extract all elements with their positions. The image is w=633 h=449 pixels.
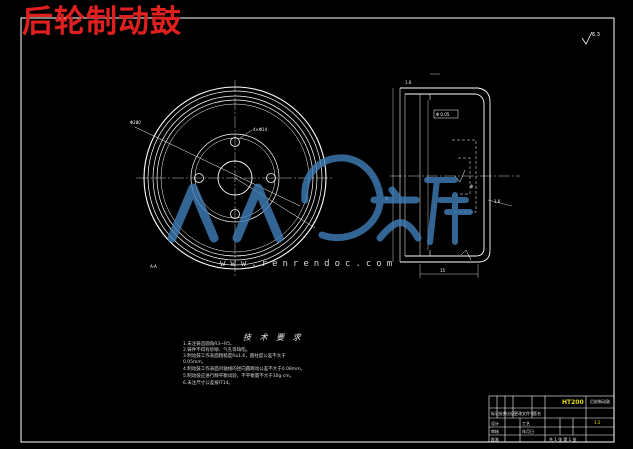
drawing-frame [20, 17, 615, 443]
sheet-info: 共 1 张 第 1 张 [549, 437, 577, 442]
title-block-cell: 设计 [491, 421, 499, 426]
svg-text:4×Φ14: 4×Φ14 [253, 127, 268, 132]
roughness-symbol: 6.3 [581, 31, 600, 45]
svg-text:Φ 0.05: Φ 0.05 [436, 112, 450, 117]
title-block-cell: 工艺 [522, 421, 530, 426]
svg-text:1.6: 1.6 [494, 199, 501, 204]
svg-text:15: 15 [440, 268, 446, 273]
svg-text:Φ280: Φ280 [130, 120, 141, 125]
watermark-logo [167, 154, 473, 245]
scale-cell: 1:2 [594, 420, 601, 425]
title-block-cell: 分区 [507, 411, 515, 416]
technical-requirements-heading: 技 术 要 求 [243, 333, 304, 342]
title-block-grid [488, 395, 615, 443]
watermark-site-text: www.renrendoc.com [220, 259, 398, 269]
title-block-cell: 审核 [491, 429, 499, 434]
title-block-cell: 更改文件号 [514, 411, 534, 416]
technical-requirement-item: 6.未注尺寸公差按IT14。 [183, 381, 234, 386]
drawing-title: 后轮制动鼓 [22, 4, 182, 40]
svg-text:A-A: A-A [150, 264, 157, 269]
title-block-cell: 处数 [499, 411, 507, 416]
svg-text:6.3: 6.3 [592, 32, 600, 38]
technical-requirement-item: 5.制动鼓应进行静平衡试验，不平衡量不大于30g·cm。 [183, 374, 295, 379]
title-block-cell: 标记 [491, 411, 499, 416]
technical-requirement-item: 0.05mm。 [183, 360, 207, 365]
front-view: Φ280 4×Φ14 A-A [130, 80, 334, 276]
title-block-cell: 年月日 [522, 429, 534, 434]
title-block-cell: 批准 [491, 437, 499, 442]
section-view: Φ 0.05 15 Φ 1.6 1.6 Φ [385, 73, 520, 278]
svg-text:1.6: 1.6 [405, 80, 412, 85]
technical-requirement-item: 3.制动鼓工作表面粗糙度Ra1.6，圆柱度公差不大于 [183, 354, 286, 359]
technical-requirement-item: 2.铸件不得有砂眼、气孔等缺陷。 [183, 348, 251, 353]
svg-text:Φ: Φ [470, 184, 473, 189]
title-block-cell: 签名 [533, 411, 541, 416]
technical-requirement-item: 1.未注铸造圆角R3~R5。 [183, 342, 235, 347]
material-label: HT200 [562, 399, 584, 406]
technical-requirement-item: 4.制动鼓工作表面对轴线的径向圆跳动公差不大于0.08mm。 [183, 367, 306, 372]
drawing-name-cell: 后轮制动鼓 [590, 399, 610, 404]
